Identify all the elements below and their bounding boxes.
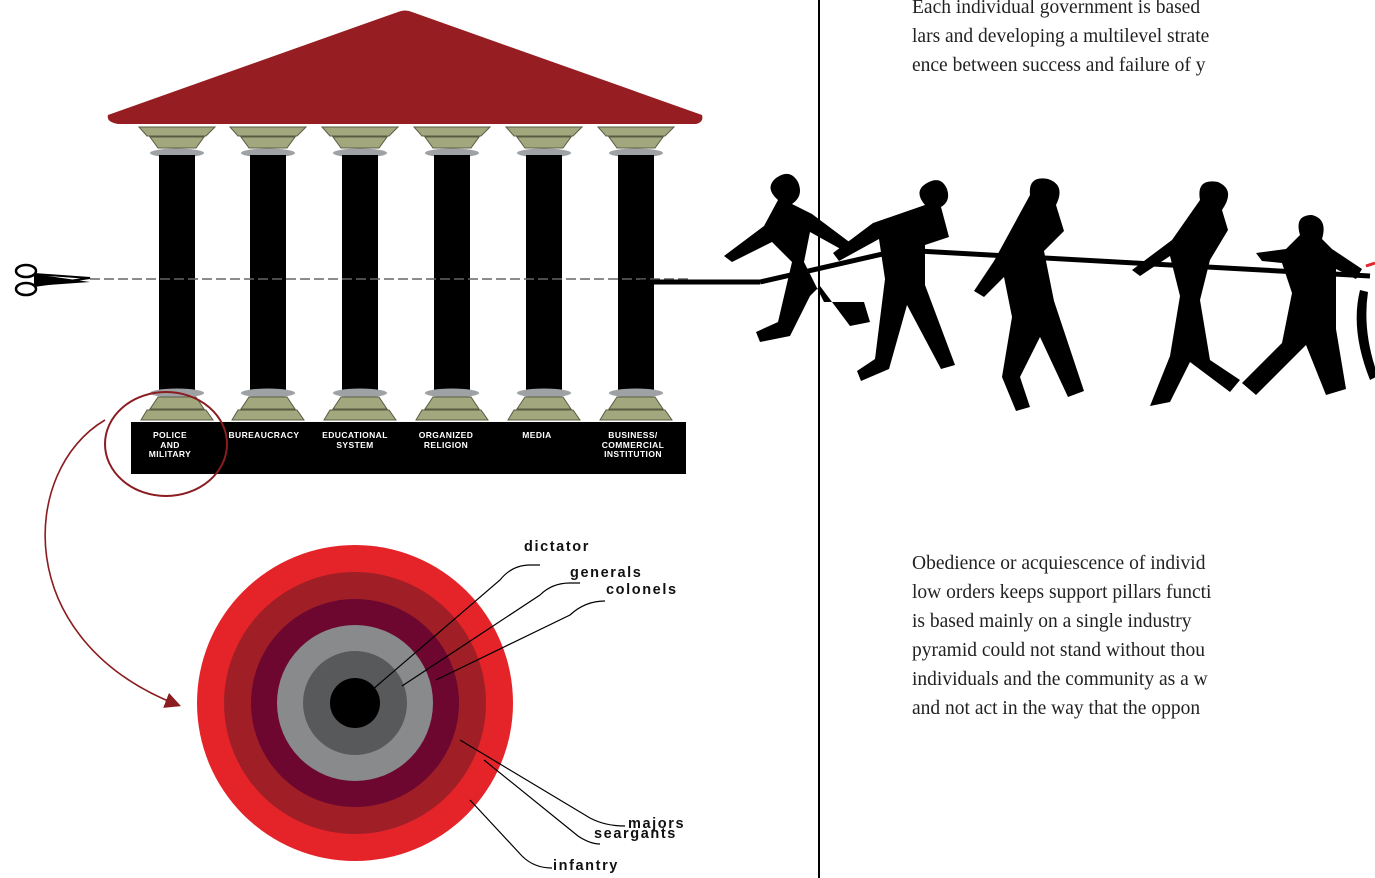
police-military-highlight	[104, 391, 228, 497]
page-divider	[818, 0, 820, 878]
scissors-icon	[14, 263, 91, 297]
military-hierarchy-rings	[197, 545, 513, 861]
paragraph-bottom: Obedience or acquiescence of individ low…	[912, 553, 1212, 719]
ring-label-dictator: dictator	[524, 539, 590, 555]
pillar-label-media: MEDIA	[522, 430, 552, 440]
ring-label-generals: generals	[570, 565, 643, 581]
ring-leader-lines	[371, 564, 626, 869]
temple-pillars	[137, 126, 675, 421]
temple-roof	[107, 10, 703, 124]
ring-label-seargants: seargants	[594, 826, 677, 842]
arrow-to-rings	[44, 419, 181, 708]
tug-of-war-silhouettes	[724, 173, 1375, 411]
paragraph-top: Each individual government is based lars…	[912, 0, 1210, 76]
temple-base	[131, 422, 686, 474]
ring-label-majors: majors	[628, 816, 686, 832]
ring-label-colonels: colonels	[606, 582, 678, 598]
ring-label-infantry: infantry	[553, 858, 619, 874]
pillar-label-bureaucracy: BUREAUCRACY	[228, 430, 300, 440]
